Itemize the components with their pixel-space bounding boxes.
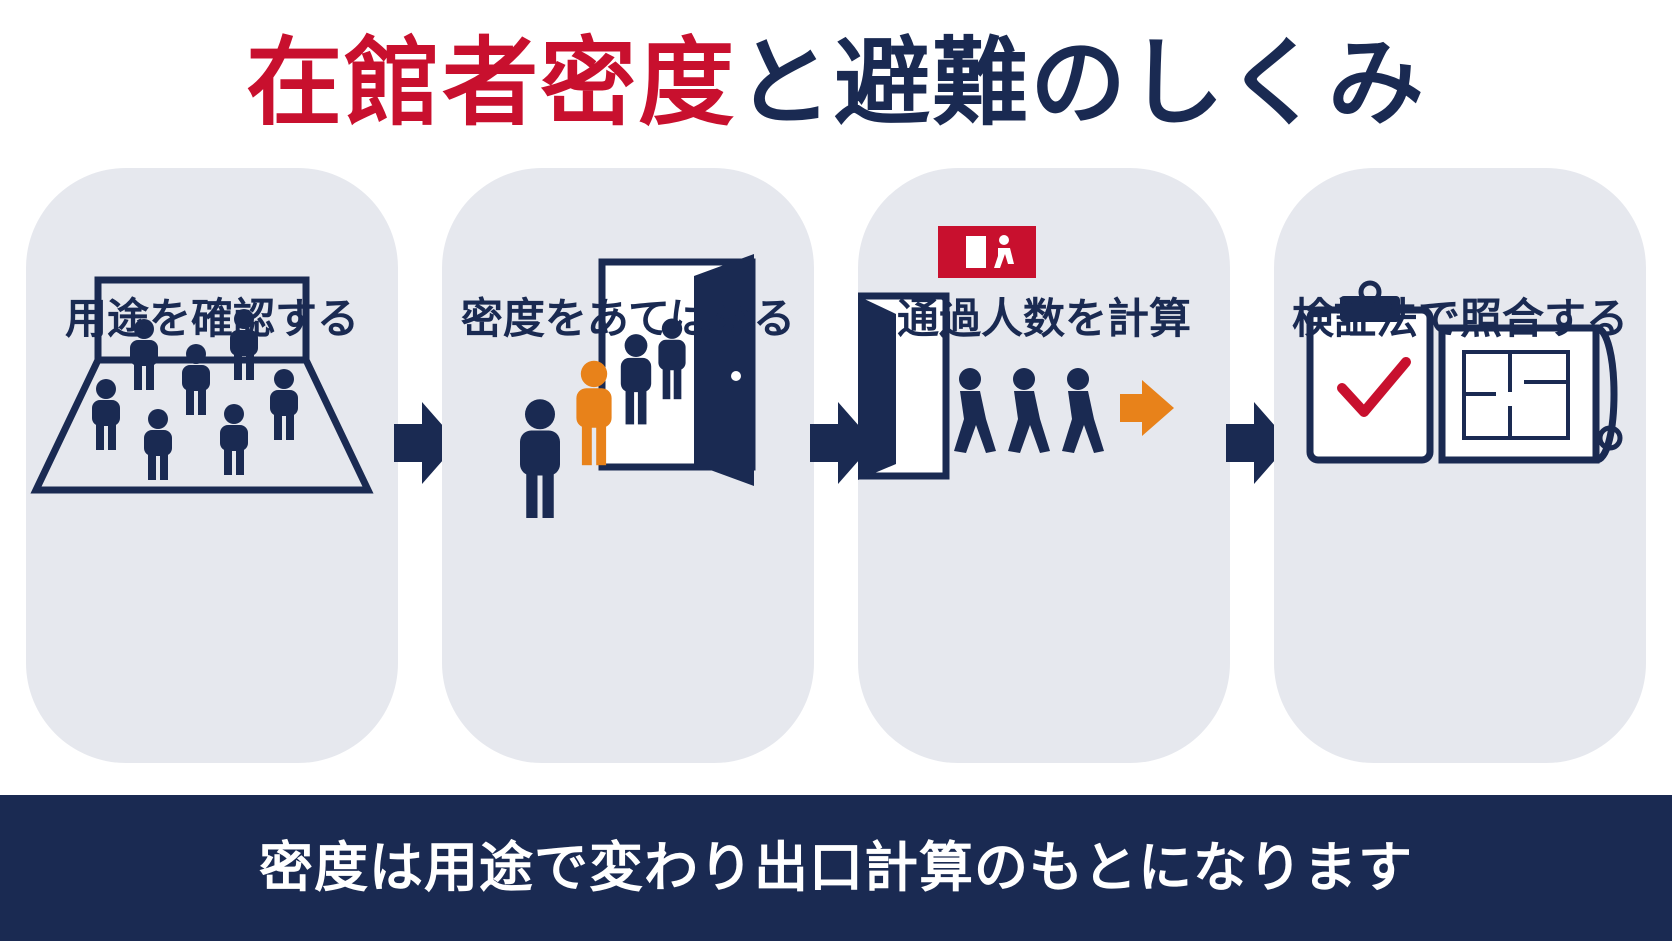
door-entry-icon <box>520 254 756 518</box>
step-card-4: 検証法で照合する <box>1274 168 1646 763</box>
step-label-1: 用途を確認する <box>64 294 359 343</box>
clipboard-blueprint-icon <box>1306 280 1623 464</box>
room-crowd-icon <box>30 276 374 494</box>
step-label-3: 通過人数を計算 <box>896 294 1191 343</box>
summary-banner: 密度は用途で変わり出口計算のもとになります <box>0 795 1672 941</box>
arrow-right-icon <box>394 402 458 484</box>
step-card-1: 用途を確認する <box>26 168 398 763</box>
step-card-3: 通過人数を計算 <box>858 168 1230 763</box>
title-highlight: 在館者密度 <box>246 27 737 139</box>
step-label-4: 検証法で照合する <box>1291 294 1628 343</box>
title-rest: と避難のしくみ <box>736 27 1426 139</box>
step-label-2: 密度をあてはめる <box>460 294 796 343</box>
banner-text: 密度は用途で変わり出口計算のもとになります <box>259 836 1413 899</box>
arrow-right-icon <box>810 402 874 484</box>
page-title: 在館者密度と避難のしくみ <box>0 18 1672 148</box>
emergency-exit-icon <box>858 226 1174 480</box>
arrow-right-icon <box>1226 402 1290 484</box>
step-card-2: 密度をあてはめる <box>442 168 814 763</box>
